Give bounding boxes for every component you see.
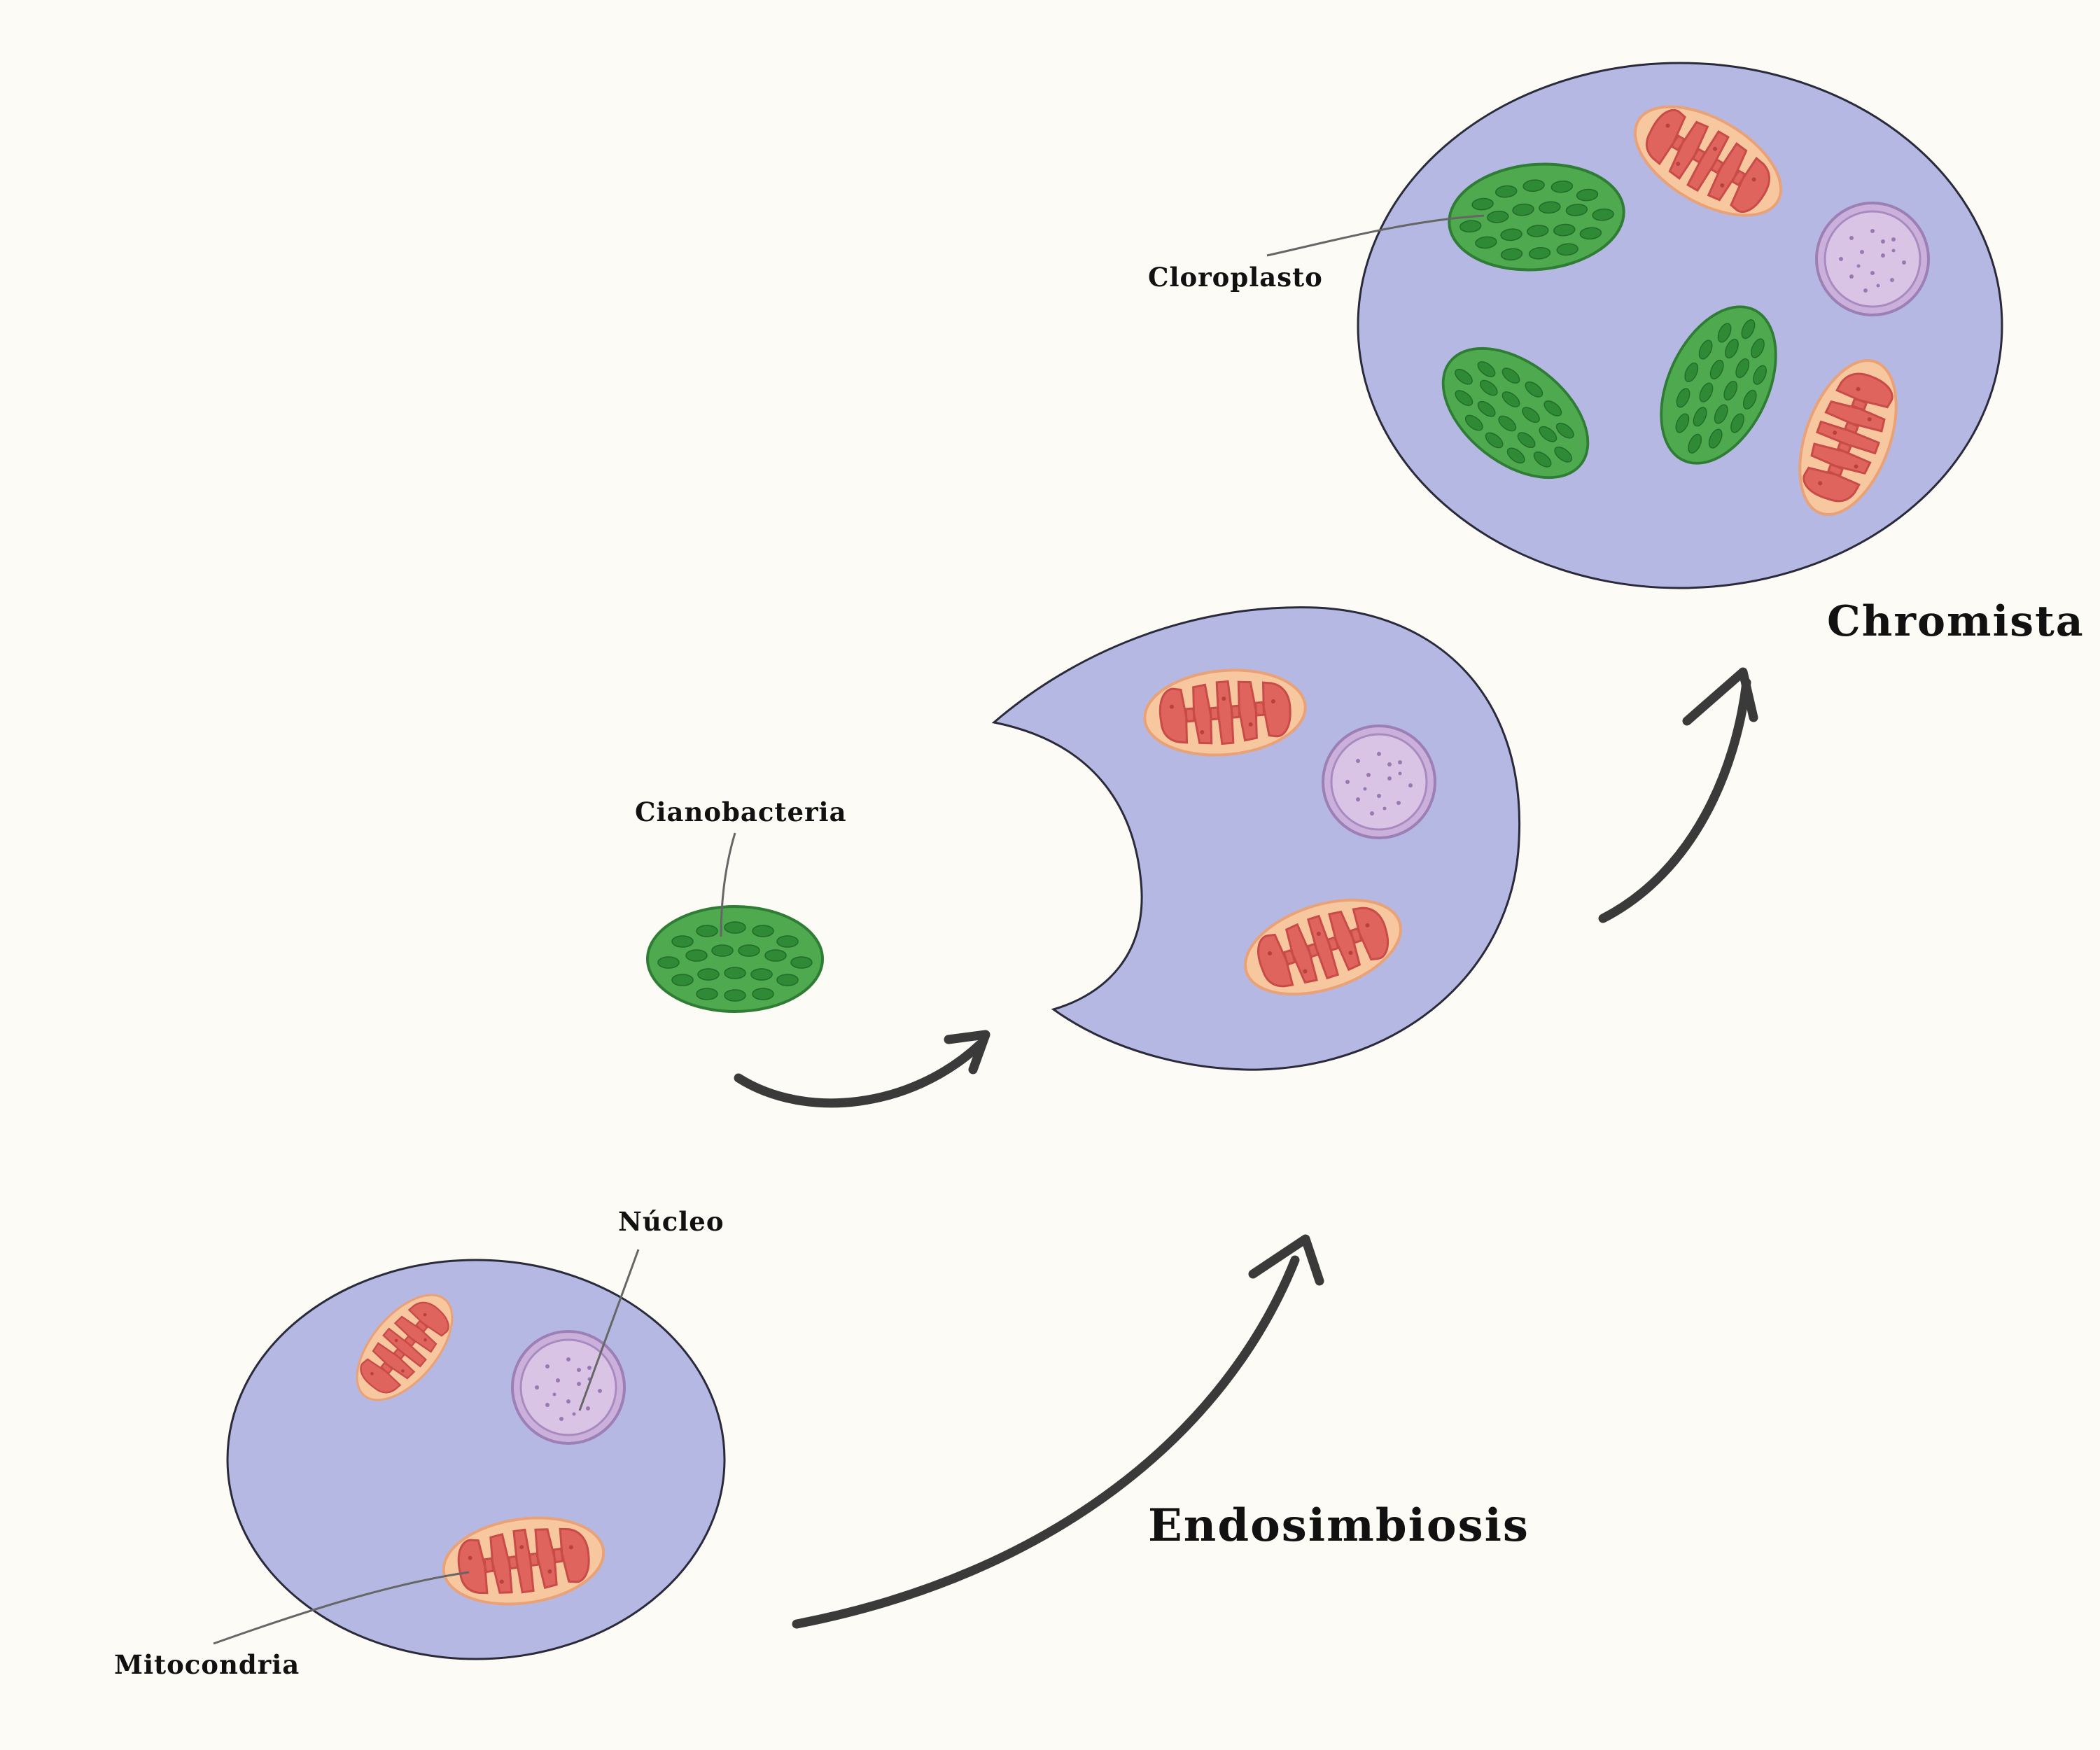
label-chromista: Chromista	[1827, 597, 2085, 646]
label-cloroplasto: Cloroplasto	[1148, 262, 1323, 293]
leader-line-mitocondria	[213, 1571, 470, 1645]
label-cianobacteria: Cianobacteria	[635, 797, 847, 827]
nucleus	[1815, 202, 1930, 316]
label-nucleo: Núcleo	[618, 1206, 724, 1237]
engulfing-cell	[991, 606, 1521, 1071]
nucleus	[511, 1330, 626, 1445]
leader-line-cianobacteria	[720, 832, 736, 937]
arrow-endosymbiosis	[792, 1234, 1324, 1629]
label-endosimbiosis: Endosimbiosis	[1148, 1499, 1530, 1552]
primitive-eukaryote-cell	[226, 1259, 726, 1660]
leader-line-nucleo	[578, 1249, 640, 1411]
cyanobacterium	[646, 905, 824, 1013]
label-mitocondria: Mitocondria	[114, 1649, 300, 1680]
arrow-cyanobacterium-to-cell	[734, 1030, 990, 1108]
nucleus	[1322, 724, 1436, 839]
arrow-to-chromista	[1598, 667, 1758, 923]
leader-line-cloroplasto	[1266, 214, 1485, 257]
chromista-cell	[1357, 62, 2003, 589]
